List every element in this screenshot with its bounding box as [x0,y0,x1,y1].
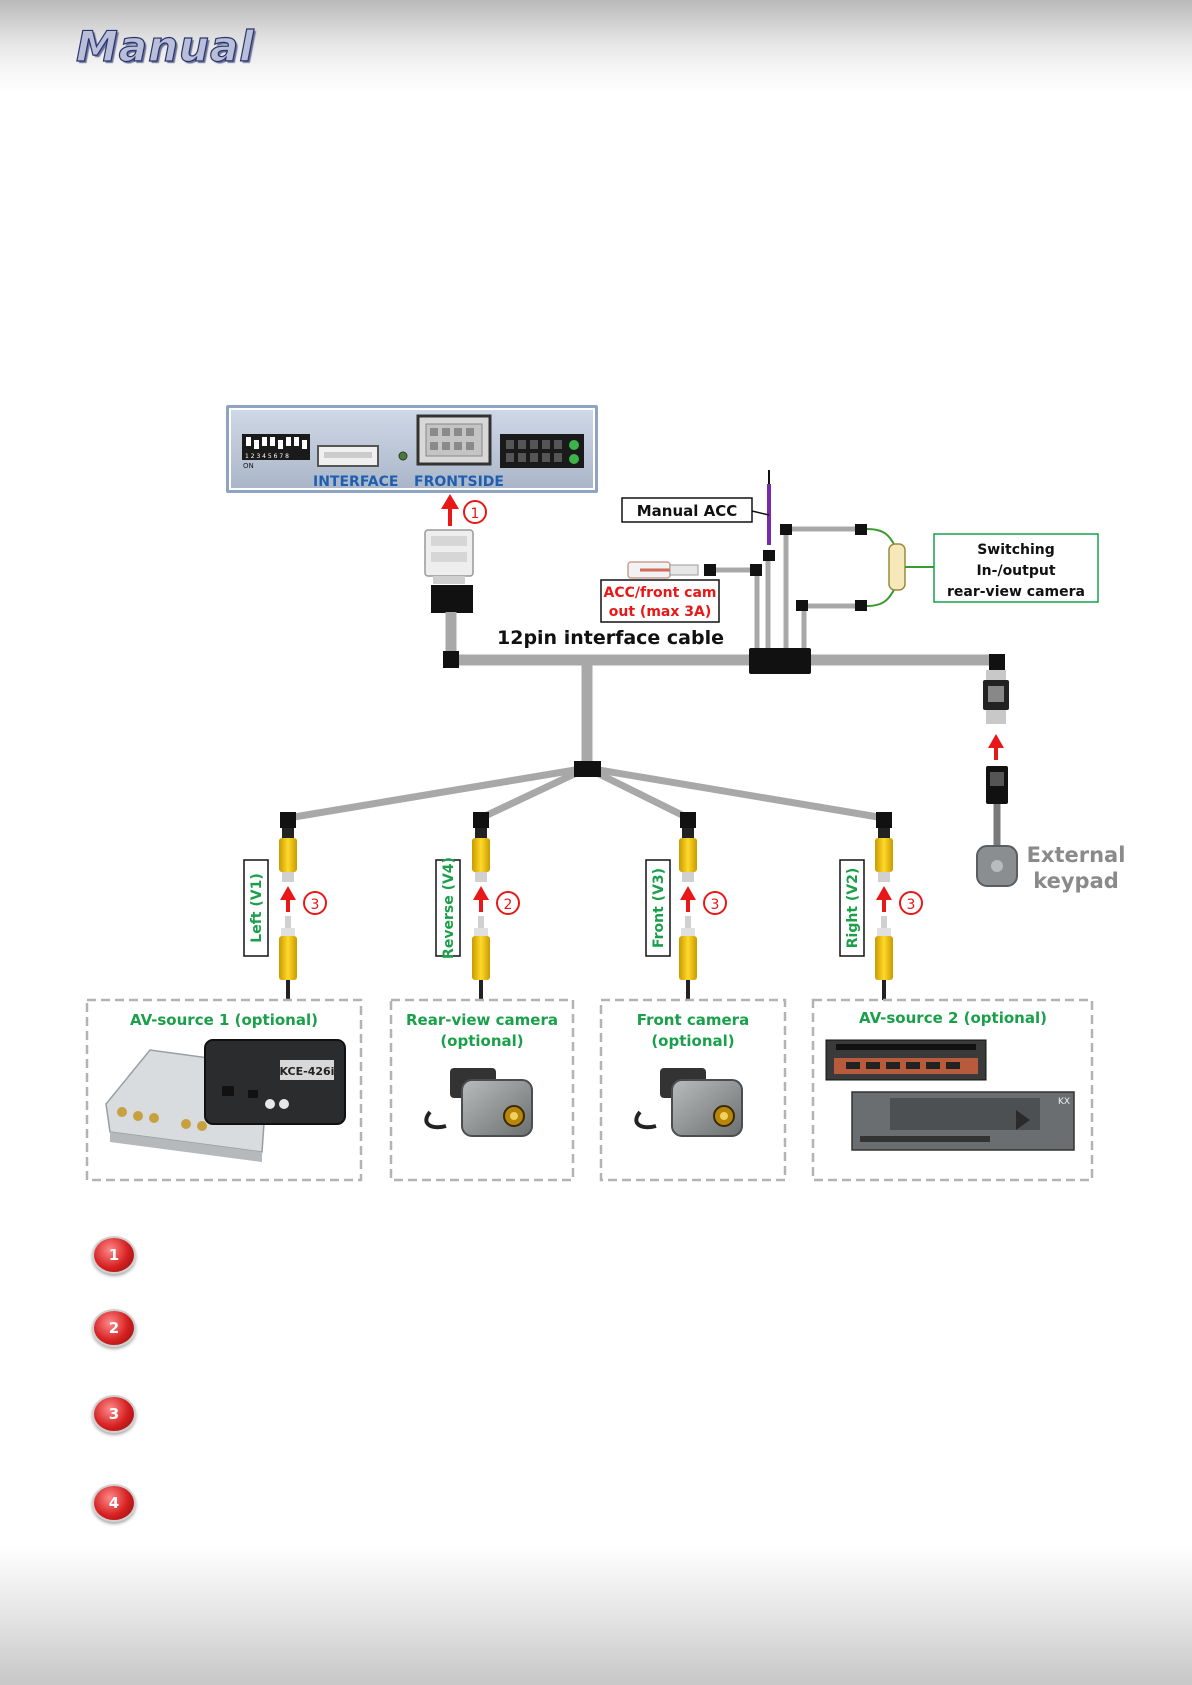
front-camera-image [634,1068,743,1137]
step-badge-3 [703,891,727,915]
input-label-1: Left (V1) [249,873,265,942]
power-port [500,434,584,468]
step-badge-text-3: 3 [711,897,720,913]
dip-numbers: 1 2 3 4 5 6 7 8 [245,453,289,460]
acc-out-box [600,579,720,623]
input-label-4: Right (V2) [845,868,861,949]
av-source-1-device: KCE-426i [105,1039,346,1162]
keypad-label-line2: keypad [1033,869,1119,893]
av-source-2-device: KX [825,1039,1075,1151]
source-frames [85,998,1094,1182]
source-2-subtitle: (optional) [440,1032,523,1050]
switching-box [933,533,1099,603]
input-label-box-3 [645,859,671,957]
input-label-3: Front (V3) [651,868,667,948]
legend-step-2: 2 [92,1309,136,1347]
rca-input-4: 3 Right (V2) [839,828,923,1000]
switching-line2: In-/output [976,563,1055,579]
step-badge-text-1: 3 [311,897,320,913]
legend-step-1: 1 [92,1236,136,1274]
input-label-box-2 [435,859,461,957]
header-band [0,0,1192,92]
manual-acc-label: Manual ACC [637,502,738,520]
frontside-label: FRONTSIDE [414,474,504,490]
source-3-subtitle: (optional) [651,1032,734,1050]
keypad-label-line1: External [1027,843,1126,867]
source-4-title: AV-source 2 (optional) [859,1009,1047,1027]
legend-step-3: 3 [92,1395,136,1433]
step-badge-1 [303,891,327,915]
manual-logo: Manual [75,21,255,71]
switching-wires [866,528,934,607]
rear-view-camera-image [424,1068,533,1137]
svg-text:1: 1 [471,506,480,522]
switching-line1: Switching [977,542,1055,558]
12pin-plug [424,529,474,613]
cable-title: 12pin interface cable [497,627,724,649]
acc-out-line2: out (max 3A) [609,604,711,620]
manual-acc-box [621,497,753,523]
step-badge-4 [899,891,923,915]
rca-input-3: 3 Front (V3) [645,828,727,1000]
footer-band [0,1545,1192,1685]
rca-input-2: 2 Reverse (V4) [435,828,520,1000]
cable-nodes [280,524,1005,828]
input-label-box-4 [839,859,865,957]
input-label-box-1 [243,859,269,957]
dip-on-label: ON [243,462,254,470]
legend-step-4: 4 [92,1484,136,1522]
acc-out-line1: ACC/front cam [604,585,717,601]
acc-out-connector [627,561,699,579]
keypad-connector [983,670,1009,724]
kce-model-text: KCE-426i [280,1065,335,1078]
source-2-title: Rear-view camera [406,1011,558,1029]
source-1-title: AV-source 1 (optional) [130,1011,318,1029]
step-badge-2 [496,891,520,915]
status-led [398,451,408,461]
interface-module: 1 2 3 4 5 6 7 8 ON INTERFACE FRONTSIDE [226,405,598,493]
svg-text:KX: KX [1058,1097,1070,1107]
source-3-title: Front camera [637,1011,749,1029]
input-label-2: Reverse (V4) [441,857,457,959]
step-badge-text-4: 3 [907,897,916,913]
switching-line3: rear-view camera [947,584,1085,600]
keypad-device [976,766,1018,887]
rca-input-1: 3 Left (V1) [243,828,327,1000]
interface-label: INTERFACE [313,474,398,490]
step-1-badge [463,500,487,524]
step-badge-text-2: 2 [504,897,513,913]
